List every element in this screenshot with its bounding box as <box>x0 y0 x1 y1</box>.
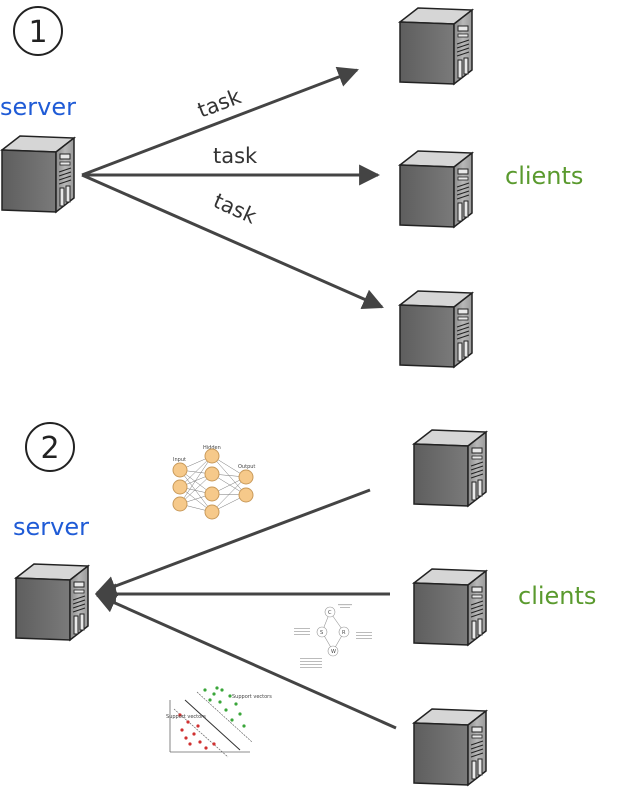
svm-support-vectors-top: Support vectors <box>232 694 272 700</box>
nn-output-label: Output <box>238 464 255 470</box>
bn-node-s: S <box>320 630 323 636</box>
step-1-number: 1 <box>28 15 47 50</box>
step-1-client-computer-icon-3 <box>399 290 473 368</box>
neural-network-model-icon: Input Hidden Output <box>172 445 255 520</box>
nn-input-label: Input <box>173 457 186 463</box>
nn-hidden-label: Hidden <box>203 445 221 451</box>
svm-support-vectors-left: Support vectors <box>166 714 206 720</box>
step-2-client-computer-icon-1 <box>413 429 487 507</box>
task-label-2: task <box>213 144 258 168</box>
step-2-number: 2 <box>40 431 59 466</box>
step-1-clients-label: clients <box>505 162 583 190</box>
svm-model-icon: Support vectors Support vectors <box>166 686 272 758</box>
step-2-server-computer-icon <box>15 563 89 641</box>
model-arrow-1 <box>95 488 371 597</box>
step-2-badge: 2 <box>25 422 75 472</box>
step-1-client-computer-icon-2 <box>399 150 473 228</box>
step-2-clients-label: clients <box>518 582 596 610</box>
bn-node-r: R <box>342 630 346 636</box>
model-arrow-3 <box>95 593 397 730</box>
bn-node-w: W <box>331 649 336 655</box>
step-1-server-computer-icon <box>1 135 75 213</box>
bayesian-network-model-icon: C S R W <box>294 604 372 668</box>
step-1-client-computer-icon-1 <box>399 7 473 85</box>
step-2-client-computer-icon-3 <box>413 708 487 786</box>
step-1-server-label: server <box>0 93 76 121</box>
step-2-client-computer-icon-2 <box>413 568 487 646</box>
task-label-3: task <box>210 189 261 229</box>
task-arrow-1 <box>81 66 359 177</box>
step-1-badge: 1 <box>13 6 63 56</box>
task-arrow-3 <box>81 173 384 309</box>
bn-node-c: C <box>328 610 332 616</box>
step-2-server-label: server <box>13 513 89 541</box>
